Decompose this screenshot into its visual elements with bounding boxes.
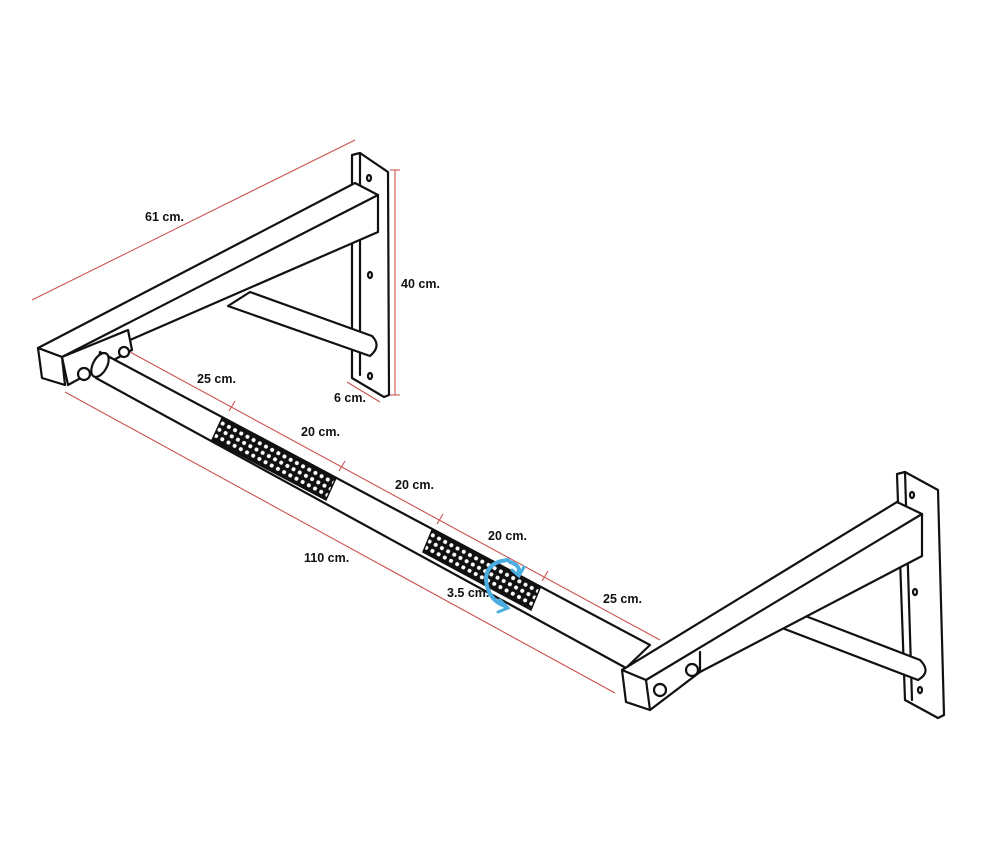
screw-hole <box>366 270 374 280</box>
right-arm <box>620 500 924 712</box>
grip-left <box>211 416 337 502</box>
label-plate-width: 6 cm. <box>334 391 366 405</box>
label-arm-length: 61 cm. <box>145 210 184 224</box>
nut <box>117 345 131 359</box>
right-arm-end <box>620 668 652 712</box>
bolt <box>652 682 668 698</box>
screw-hole <box>365 173 373 183</box>
bolt <box>76 366 92 382</box>
label-bar-segment-1: 25 cm. <box>197 372 236 386</box>
bar-tube <box>94 350 652 670</box>
left-arm-end <box>36 346 67 387</box>
right-brace <box>780 610 927 682</box>
label-bar-segment-2: 20 cm. <box>301 425 340 439</box>
bolt <box>684 662 700 678</box>
label-bar-segment-4: 20 cm. <box>488 529 527 543</box>
dimension-lines <box>31 139 661 694</box>
label-bar-segment-3: 20 cm. <box>395 478 434 492</box>
left-bracket <box>36 151 391 399</box>
label-bar-segment-5: 25 cm. <box>603 592 642 606</box>
label-bar-length: 110 cm. <box>304 551 349 565</box>
right-bracket <box>620 470 946 720</box>
label-plate-height: 40 cm. <box>401 277 440 291</box>
rotation-arrow-icon <box>483 558 526 614</box>
grip-right <box>422 528 541 612</box>
left-brace <box>226 290 378 358</box>
label-bar-diameter: 3.5 cm. <box>447 586 489 600</box>
bar <box>90 350 652 670</box>
screw-hole <box>366 371 374 381</box>
